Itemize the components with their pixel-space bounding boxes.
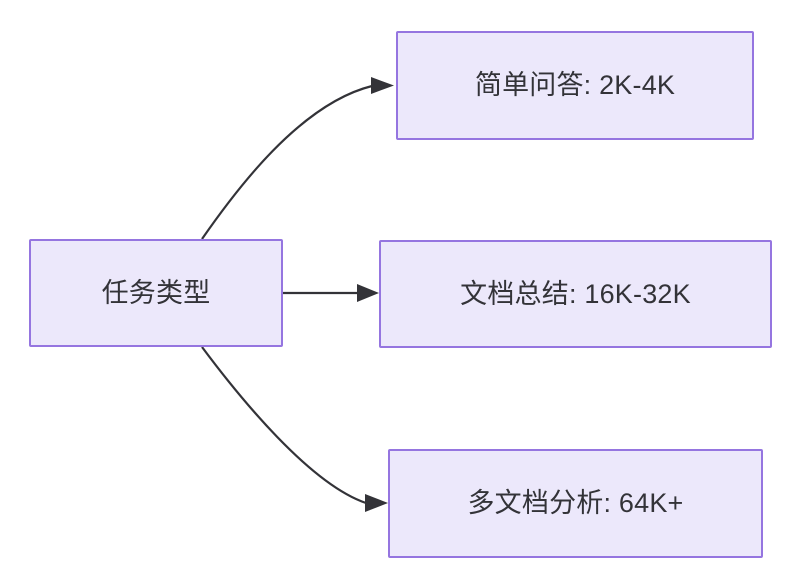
edge-root-to-multi-doc-arrowhead	[365, 494, 388, 512]
edge-root-to-simple-qa-arrowhead	[371, 77, 394, 94]
node-doc-summary[interactable]: 文档总结: 16K-32K	[379, 240, 772, 348]
edge-root-to-multi-doc-path	[201, 346, 367, 505]
node-multi-doc[interactable]: 多文档分析: 64K+	[388, 449, 763, 558]
node-doc-summary-label: 文档总结: 16K-32K	[460, 278, 691, 309]
node-task-type-label: 任务类型	[101, 277, 211, 308]
node-task-type[interactable]: 任务类型	[29, 239, 283, 347]
edge-root-to-multi-doc	[201, 346, 388, 512]
edge-root-to-simple-qa-path	[201, 84, 373, 240]
node-simple-qa-label: 简单问答: 2K-4K	[474, 70, 676, 101]
edge-root-to-simple-qa	[201, 77, 394, 240]
node-simple-qa[interactable]: 简单问答: 2K-4K	[396, 31, 754, 140]
edge-root-to-doc-summary	[283, 284, 379, 302]
edge-root-to-doc-summary-arrowhead	[357, 284, 379, 302]
node-multi-doc-label: 多文档分析: 64K+	[467, 488, 684, 519]
